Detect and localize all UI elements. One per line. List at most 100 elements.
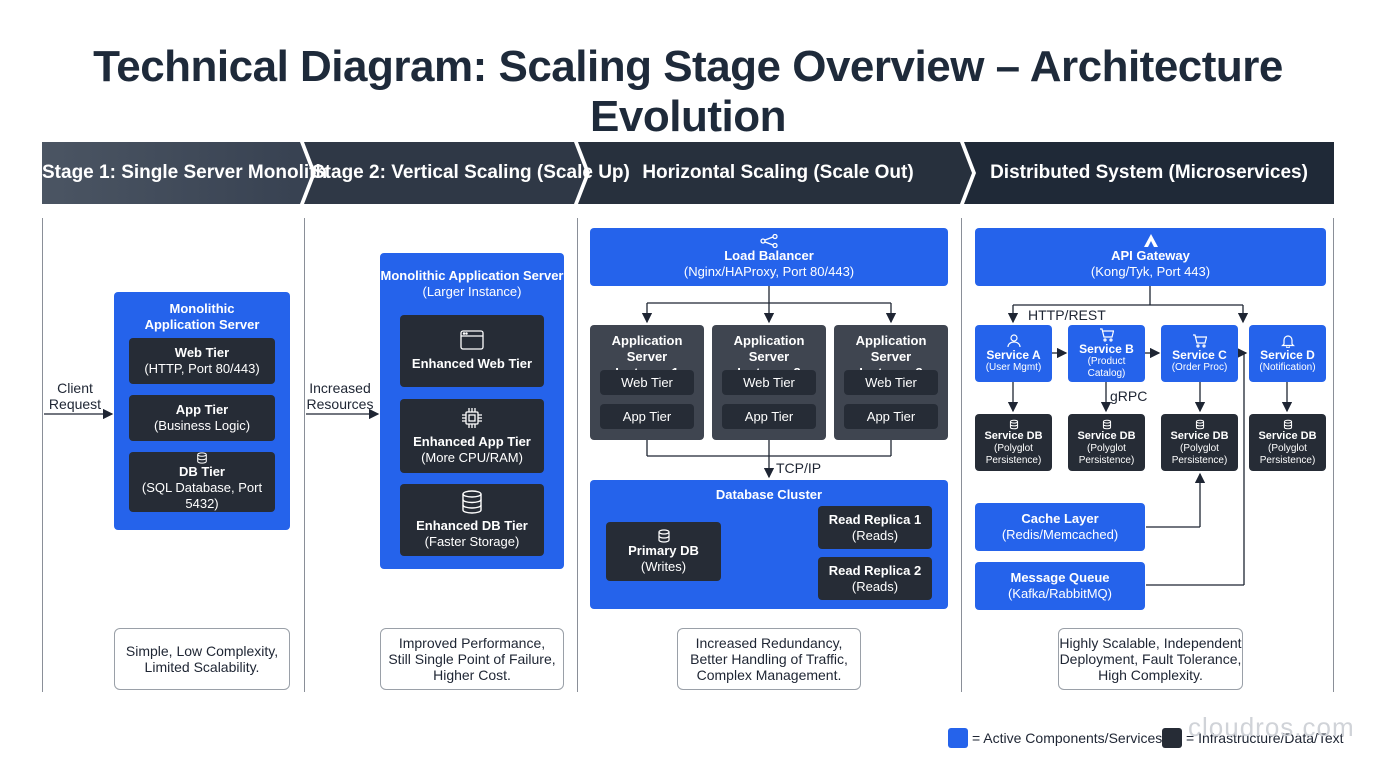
service-db-title: Service DB [1077,429,1136,442]
service-title: Service D [1260,347,1315,362]
cache-layer-sub: (Redis/Memcached) [1001,527,1119,542]
database-icon [1009,419,1018,429]
instance-web-tier: Web Tier [722,370,816,395]
instance-web-tier: Web Tier [600,370,694,395]
monolithic-server-title: Monolithic Application Server [144,301,260,332]
enhanced-app-tier-title: Enhanced App Tier [413,434,531,449]
enhanced-web-tier-title: Enhanced Web Tier [411,356,533,371]
tcp-ip-label: TCP/IP [776,460,822,476]
database-icon [1283,419,1292,429]
column-divider [304,218,305,692]
cache-layer: Cache Layer (Redis/Memcached) [975,503,1145,551]
shopping-cart-icon [1100,327,1114,342]
service-sub: (User Mgmt) [985,361,1042,373]
message-queue-title: Message Queue [1010,570,1110,585]
stage-banner-arrows [42,142,1334,204]
load-balancer-sub: (Nginx/HAProxy, Port 80/443) [683,264,855,279]
db-tier-box: DB Tier (SQL Database, Port 5432) [129,452,275,512]
web-tier-sub: (HTTP, Port 80/443) [144,361,260,376]
instance-app-tier: App Tier [844,404,938,429]
service-db-sub: (Polyglot Persistence) [1171,442,1228,466]
service-sub: (Notification) [1259,361,1316,373]
replica-sub: (Reads) [851,527,899,543]
column-divider [961,218,962,692]
legend-infra-swatch [1162,728,1182,748]
primary-db-title: Primary DB [628,542,699,558]
stage-2-label: Stage 2: Vertical Scaling (Scale Up) [312,162,630,183]
legend-infra-label: = Infrastructure/Data/Text [1186,730,1344,746]
increased-resources-label: Increased Resources [306,380,374,412]
service-a: Service A (User Mgmt) [975,325,1052,382]
gateway-icon [1143,234,1158,247]
database-cluster: Database Cluster Primary DB (Writes) Rea… [590,480,948,609]
service-db-title: Service DB [1258,429,1317,442]
database-icon [1195,419,1204,429]
service-sub: (Order Proc) [1171,361,1228,373]
page-title: Technical Diagram: Scaling Stage Overvie… [93,42,1283,141]
service-db-title: Service DB [1170,429,1229,442]
message-queue: Message Queue (Kafka/RabbitMQ) [975,562,1145,610]
service-title: Service A [986,347,1041,362]
stage-2-note: Improved Performance, Still Single Point… [380,628,564,690]
larger-server-sub: (Larger Instance) [422,284,522,299]
db-tier-sub: (SQL Database, Port 5432) [141,480,263,511]
database-icon [462,490,482,514]
cache-layer-title: Cache Layer [1021,511,1099,526]
stage-4-label: Distributed System (Microservices) [990,162,1308,183]
stage-3-note: Increased Redundancy, Better Handling of… [677,628,861,690]
web-tier-title: Web Tier [174,345,230,360]
larger-server-title: Monolithic Application Server [380,268,564,283]
stage-4-note: Highly Scalable, Independent Deployment,… [1058,628,1243,690]
service-db: Service DB (Polyglot Persistence) [975,414,1052,471]
share-network-icon [760,234,778,248]
app-server-instance-1: Application Server Instance 1 Web Tier A… [590,325,704,440]
database-icon [657,528,670,543]
legend-active-label: = Active Components/Services [972,730,1163,746]
enhanced-db-tier-sub: (Faster Storage) [424,534,520,549]
instance-web-tier: Web Tier [844,370,938,395]
stage-1-label: Stage 1: Single Server Monolith [42,162,328,183]
primary-db: Primary DB (Writes) [606,522,721,581]
grpc-label: gRPC [1110,388,1148,404]
db-tier-title: DB Tier [179,464,225,479]
instance-app-tier: App Tier [600,404,694,429]
app-server-instance-2: Application Server Instance 2 Web Tier A… [712,325,826,440]
service-c: Service C (Order Proc) [1161,325,1238,382]
service-title: Service C [1172,347,1227,362]
client-request-label: Client Request [48,380,102,412]
service-db: Service DB (Polyglot Persistence) [1249,414,1326,471]
service-db: Service DB (Polyglot Persistence) [1161,414,1238,471]
cpu-chip-icon [462,408,482,428]
app-tier-box: App Tier (Business Logic) [129,395,275,441]
enhanced-db-tier-box: Enhanced DB Tier (Faster Storage) [400,484,544,556]
stage-banner: Stage 1: Single Server Monolith Stage 2:… [42,142,1334,204]
service-b: Service B (Product Catalog) [1068,325,1145,382]
service-d: Service D (Notification) [1249,325,1326,382]
read-replica-2: Read Replica 2 (Reads) [818,557,932,600]
monolithic-server: Monolithic Application Server Web Tier (… [114,292,290,530]
message-queue-sub: (Kafka/RabbitMQ) [1007,586,1113,601]
service-db-sub: (Polyglot Persistence) [1259,442,1316,466]
app-tier-sub: (Business Logic) [153,418,251,433]
web-tier-box: Web Tier (HTTP, Port 80/443) [129,338,275,384]
stage-1-note: Simple, Low Complexity, Limited Scalabil… [114,628,290,690]
service-db-sub: (Polyglot Persistence) [985,442,1042,466]
database-cluster-title: Database Cluster [715,487,823,502]
enhanced-web-tier-box: Enhanced Web Tier [400,315,544,387]
service-title: Service B [1079,341,1134,356]
user-icon [1006,333,1021,347]
service-db-sub: (Polyglot Persistence) [1078,442,1135,466]
api-gateway-title: API Gateway [1111,248,1190,263]
watermark: cloudros.com [1188,712,1355,742]
column-divider [577,218,578,692]
primary-db-sub: (Writes) [640,558,687,574]
enhanced-app-tier-sub: (More CPU/RAM) [421,450,523,465]
enhanced-db-tier-title: Enhanced DB Tier [416,518,528,533]
replica-title: Read Replica 2 [828,562,922,578]
enhanced-app-tier-box: Enhanced App Tier (More CPU/RAM) [400,399,544,473]
load-balancer: Load Balancer (Nginx/HAProxy, Port 80/44… [590,228,948,286]
database-icon [1102,419,1111,429]
service-sub: (Product Catalog) [1087,355,1126,379]
stage-3-label: Horizontal Scaling (Scale Out) [642,162,914,183]
replica-sub: (Reads) [851,578,899,594]
